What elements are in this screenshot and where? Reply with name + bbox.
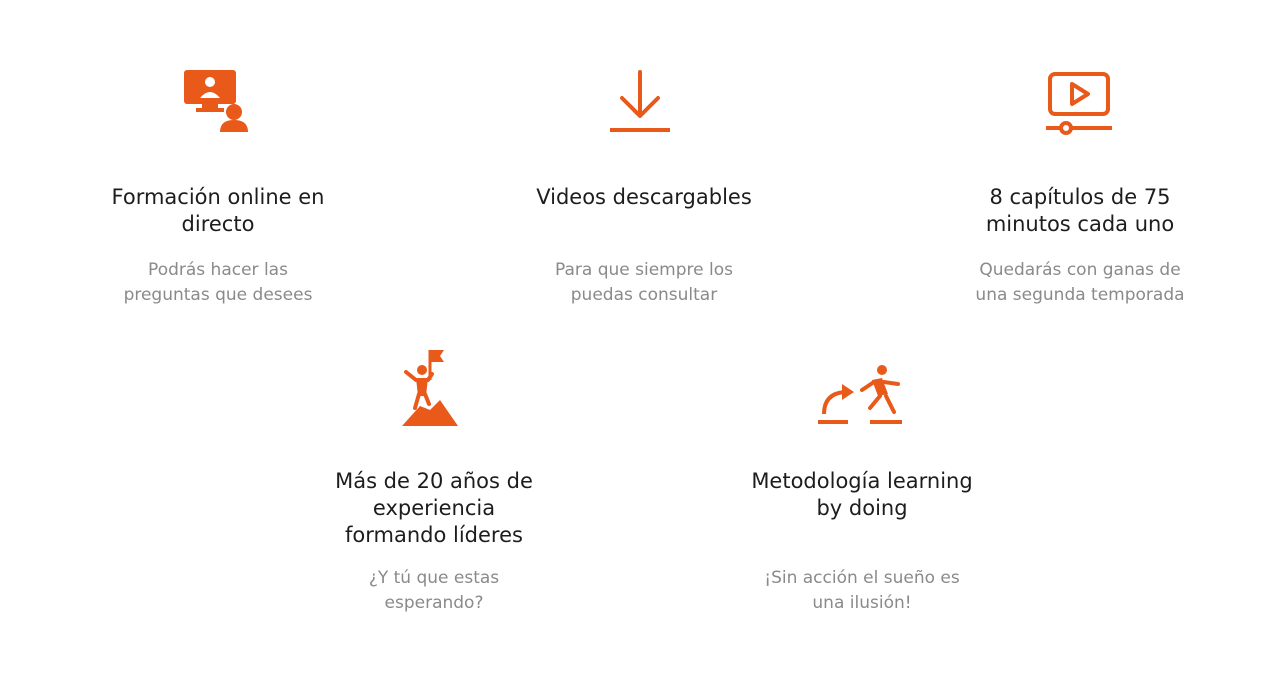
feature-title: 8 capítulos de 75 minutos cada uno [985,185,1175,236]
feature-online-training: Formación online en directo Podrás hacer… [78,60,358,320]
feature-description: ¡Sin acción el sueño es una ilusión! [764,568,960,613]
feature-chapters: 8 capítulos de 75 minutos cada uno Queda… [940,60,1220,320]
feature-learning-by-doing: Metodología learning by doing ¡Sin acció… [722,340,1002,630]
feature-description: ¿Y tú que estas esperando? [368,568,500,613]
download-icon [610,70,670,132]
running-step-icon [818,365,902,424]
monitor-user-icon [184,70,248,132]
feature-downloadable-videos: Videos descargables Para que siempre los… [504,60,784,320]
feature-experience: Más de 20 años de experiencia formando l… [294,340,574,630]
feature-description: Podrás hacer las preguntas que desees [123,260,313,305]
feature-description: Quedarás con ganas de una segunda tempor… [975,260,1185,305]
feature-title: Más de 20 años de experiencia formando l… [335,469,533,547]
feature-description: Para que siempre los puedas consultar [555,260,733,305]
feature-title: Formación online en directo [111,185,325,236]
feature-title: Videos descargables [536,185,752,209]
video-player-icon [1046,72,1112,135]
summit-flag-icon [402,350,458,426]
feature-title: Metodología learning by doing [751,469,973,520]
